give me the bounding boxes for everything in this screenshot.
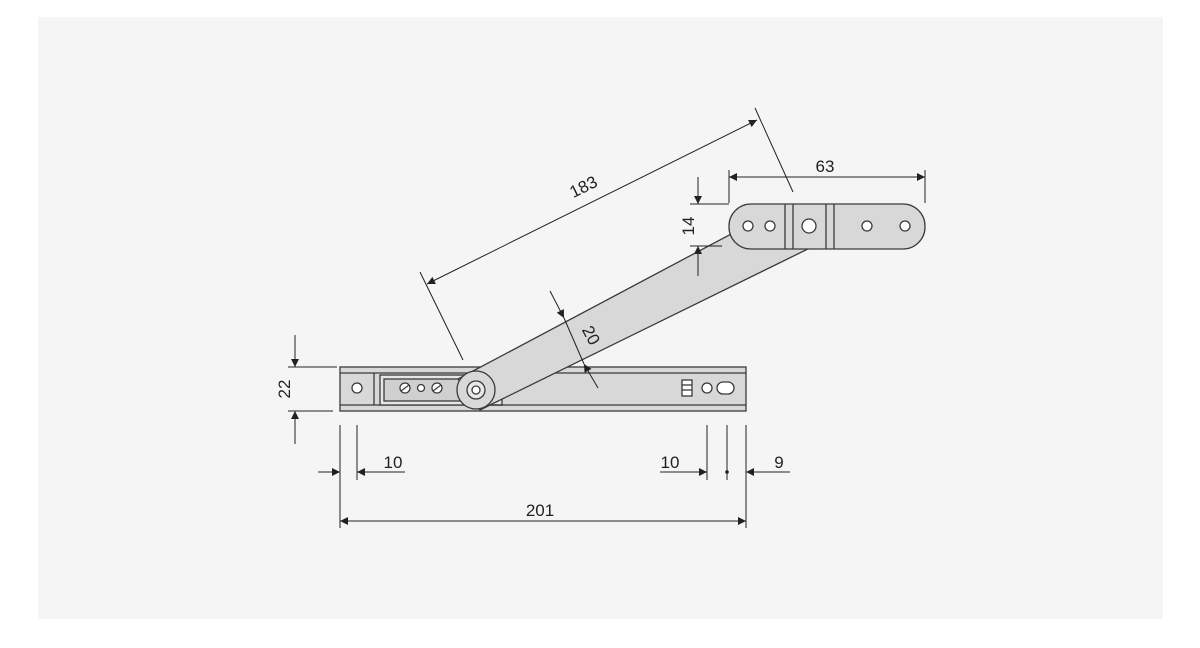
dimension-label-9: 9 [774, 453, 783, 472]
dimension-total-length: 201 [340, 501, 746, 525]
dimension-dot [725, 470, 729, 474]
dimension-label-63: 63 [816, 157, 835, 176]
dimension-bracket-length: 63 [728, 157, 926, 203]
dimension-left-offset: 10 [318, 425, 405, 528]
bracket-pivot [801, 218, 817, 234]
dimension-rail-height: 22 [275, 335, 337, 444]
bracket-hole-2 [764, 220, 776, 232]
pivot-center [471, 385, 481, 395]
dimension-label-right-10: 10 [661, 453, 680, 472]
slider-screw-1 [399, 382, 411, 394]
rail-hole-left [351, 382, 363, 394]
dimension-label-201: 201 [526, 501, 554, 520]
bracket-hole-4 [899, 220, 911, 232]
bracket-hole-1 [742, 220, 754, 232]
bracket-hole-3 [861, 220, 873, 232]
dimension-label-22: 22 [275, 380, 294, 399]
dimension-bracket-height: 14 [679, 177, 729, 276]
rail-slot-hole [716, 381, 735, 395]
dimension-label-14: 14 [679, 217, 698, 236]
top-bracket [728, 203, 926, 250]
rail-slot-vent [681, 379, 693, 397]
slider-hole [416, 383, 426, 393]
dimension-label-183: 183 [567, 172, 601, 202]
dimension-label-left-10: 10 [384, 453, 403, 472]
slider-screw-2 [431, 382, 443, 394]
rail-hole-right [701, 382, 713, 394]
dimension-right-offsets: 10 9 [660, 425, 790, 528]
